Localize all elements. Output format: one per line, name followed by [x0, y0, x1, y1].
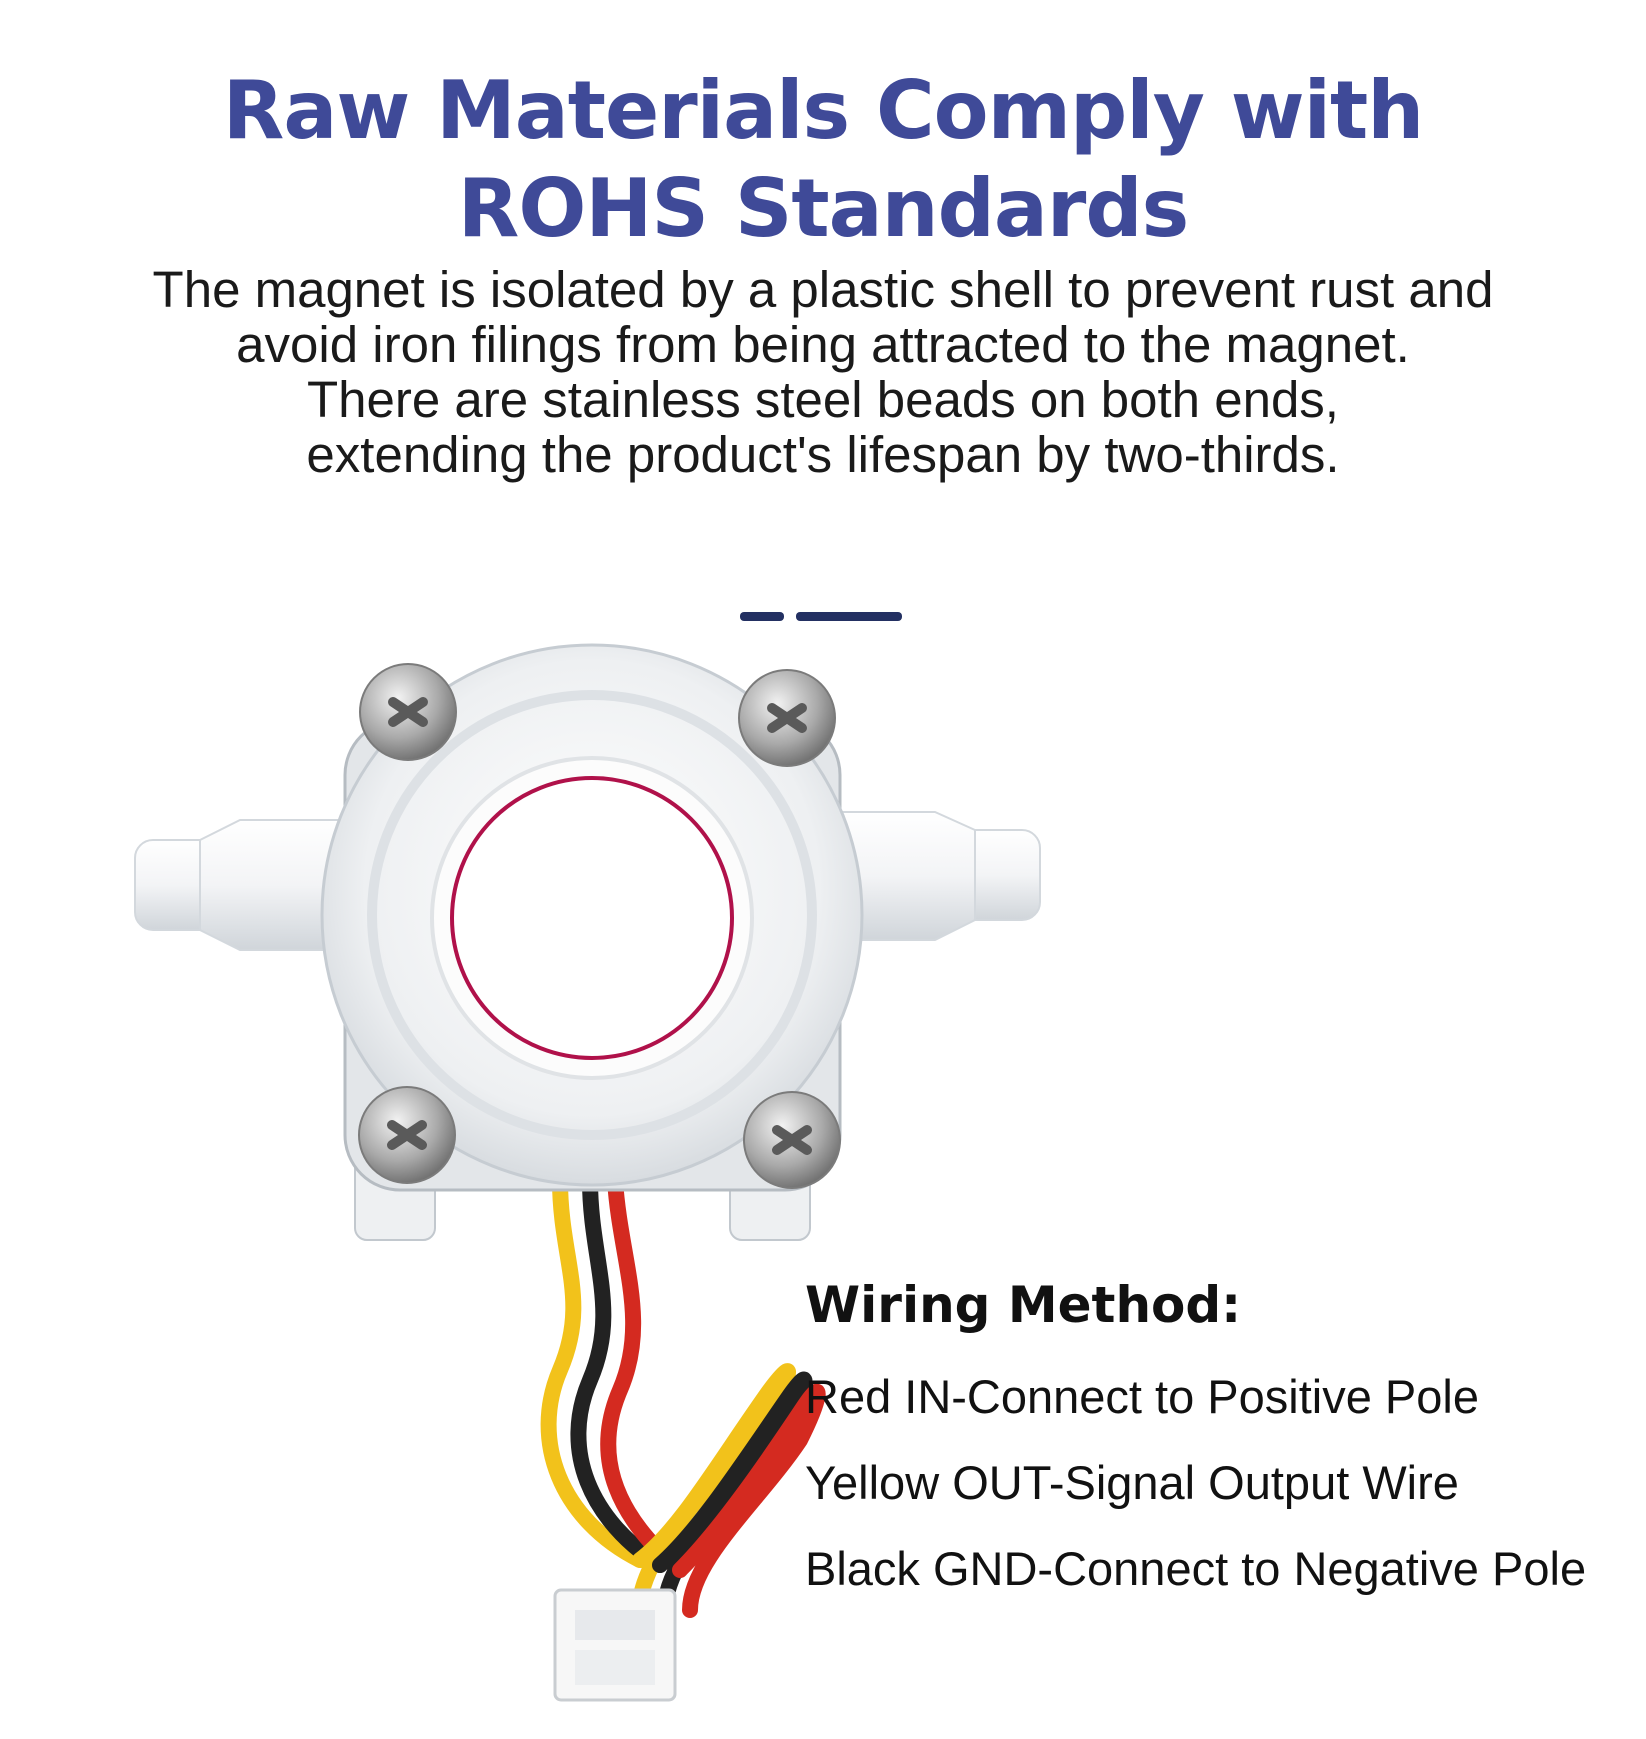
screw-top-right-icon: [738, 669, 836, 767]
screw-top-left-icon: [359, 663, 457, 761]
screw-bottom-left-icon: [358, 1086, 456, 1184]
wiring-line-yellow: Yellow OUT-Signal Output Wire: [805, 1456, 1459, 1509]
jst-connector: [553, 1588, 677, 1702]
wiring-line-red: Red IN-Connect to Positive Pole: [805, 1370, 1479, 1423]
headline-line-1: Raw Materials Comply with: [222, 64, 1424, 157]
accent-dash-short: [740, 612, 784, 621]
description-line-1: The magnet is isolated by a plastic shel…: [152, 261, 1494, 318]
wiring-method-panel: Wiring Method: Red IN-Connect to Positiv…: [805, 1270, 1586, 1598]
description-line-4: extending the product's lifespan by two-…: [306, 426, 1340, 483]
flow-sensor-illustration: [134, 643, 1041, 1702]
wire-bundle: [540, 1172, 826, 1618]
description-line-2: avoid iron filings from being attracted …: [236, 316, 1410, 373]
description-text: The magnet is isolated by a plastic shel…: [0, 262, 1646, 482]
inlet-barb: [134, 819, 346, 951]
accent-dash-long: [796, 612, 902, 621]
headline-line-2: ROHS Standards: [457, 162, 1189, 255]
wiring-title: Wiring Method:: [805, 1276, 1242, 1334]
screw-bottom-right-icon: [743, 1091, 841, 1189]
outlet-barb: [829, 811, 1041, 941]
wiring-line-black: Black GND-Connect to Negative Pole: [805, 1542, 1587, 1595]
page-headline: Raw Materials Comply with ROHS Standards: [0, 62, 1646, 258]
description-line-3: There are stainless steel beads on both …: [307, 371, 1339, 428]
